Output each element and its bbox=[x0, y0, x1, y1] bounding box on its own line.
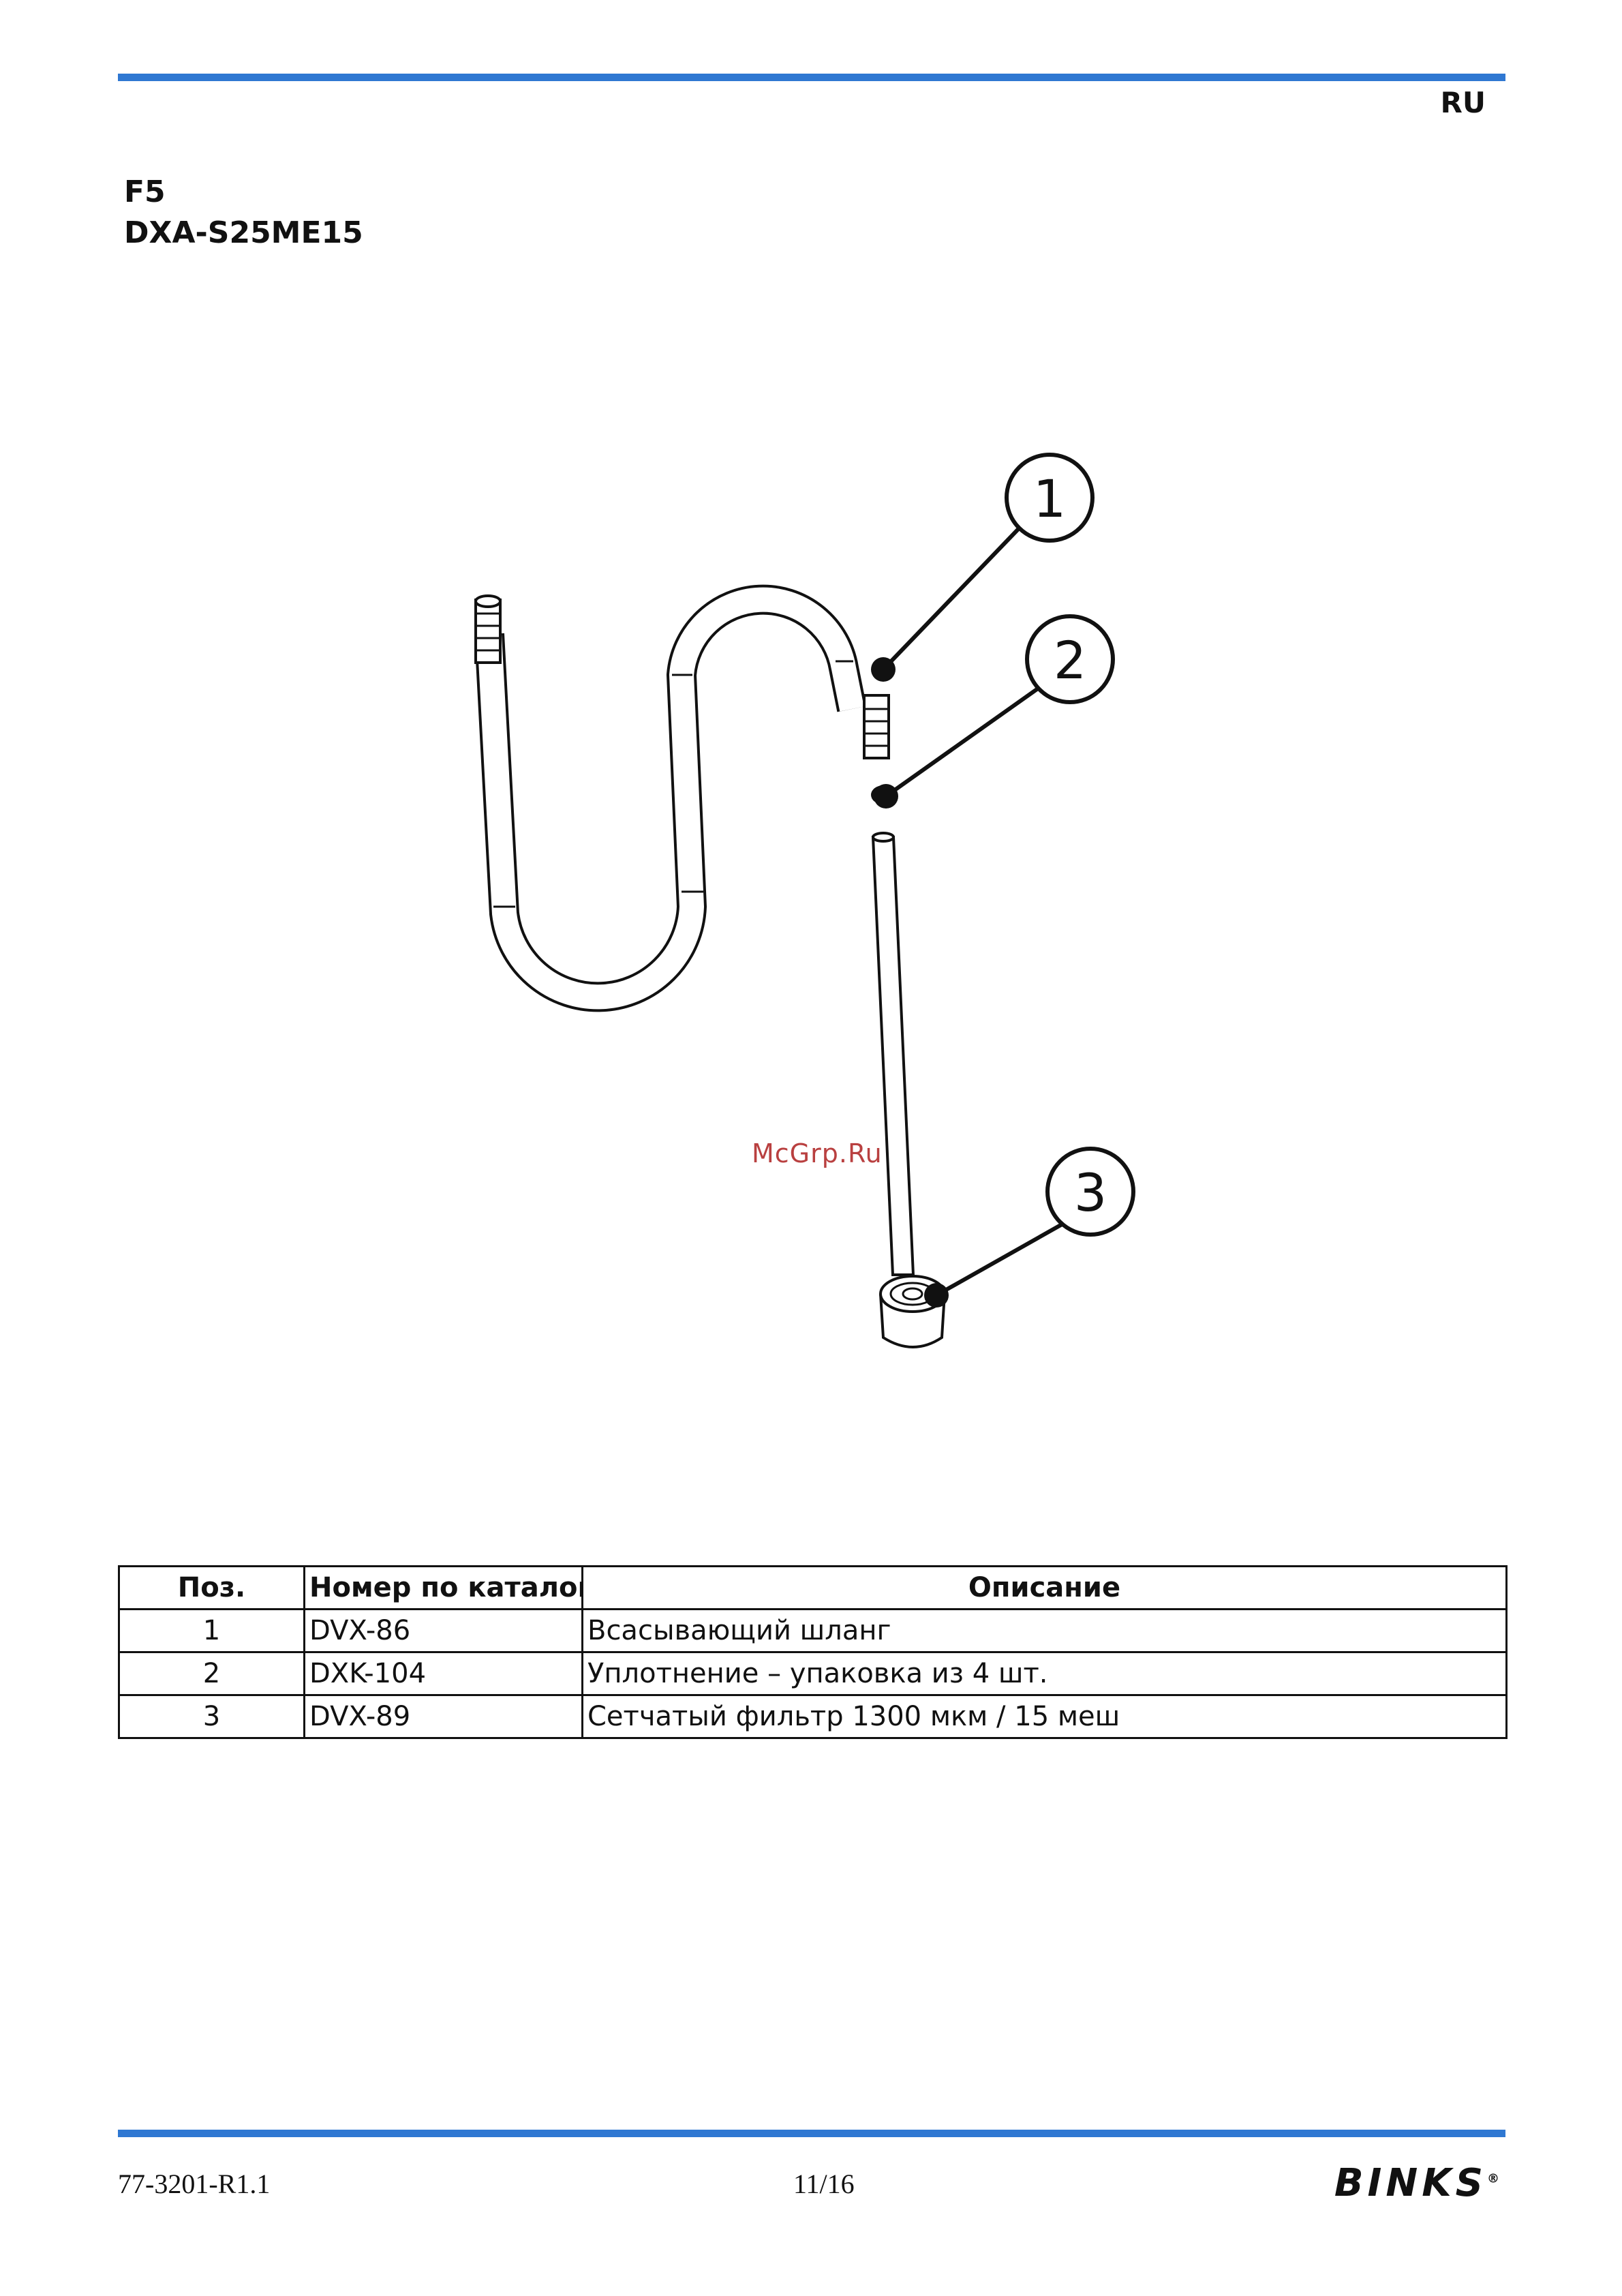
parts-diagram: 1 2 3 bbox=[382, 409, 1199, 1398]
table-row: 1 DVX-86 Всасывающий шланг bbox=[119, 1610, 1507, 1652]
callout-3-label: 3 bbox=[1074, 1162, 1107, 1223]
table-row: 2 DXK-104 Уплотнение – упаковка из 4 шт. bbox=[119, 1652, 1507, 1695]
right-fitting bbox=[864, 695, 889, 758]
left-fitting bbox=[476, 596, 500, 663]
callout-3: 3 bbox=[1047, 1149, 1133, 1235]
cell-desc: Уплотнение – упаковка из 4 шт. bbox=[583, 1652, 1507, 1695]
callout-2: 2 bbox=[1027, 616, 1113, 702]
model-number: DXA-S25ME15 bbox=[124, 215, 363, 250]
col-header-desc: Описание bbox=[583, 1567, 1507, 1610]
cell-pos: 3 bbox=[119, 1695, 305, 1738]
col-header-pos: Поз. bbox=[119, 1567, 305, 1610]
table-header-row: Поз. Номер по каталогу Описание bbox=[119, 1567, 1507, 1610]
brand-logo: BINKS® bbox=[1334, 2161, 1499, 2205]
brand-logo-text: BINKS bbox=[1334, 2161, 1487, 2205]
pickup-tube bbox=[873, 833, 913, 1275]
cell-pos: 1 bbox=[119, 1610, 305, 1652]
callout-2-label: 2 bbox=[1054, 630, 1086, 691]
col-header-part: Номер по каталогу bbox=[305, 1567, 583, 1610]
cell-pos: 2 bbox=[119, 1652, 305, 1695]
doc-number: 77-3201-R1.1 bbox=[118, 2168, 270, 2200]
table-row: 3 DVX-89 Сетчатый фильтр 1300 мкм / 15 м… bbox=[119, 1695, 1507, 1738]
language-label: RU bbox=[1441, 86, 1486, 119]
cell-desc: Сетчатый фильтр 1300 мкм / 15 меш bbox=[583, 1695, 1507, 1738]
bottom-rule bbox=[118, 2130, 1505, 2137]
top-rule bbox=[118, 74, 1505, 81]
cell-part: DVX-86 bbox=[305, 1610, 583, 1652]
page-number: 11/16 bbox=[793, 2168, 855, 2200]
watermark: McGrp.Ru bbox=[752, 1138, 883, 1168]
suction-hose bbox=[489, 600, 852, 997]
section-code: F5 bbox=[124, 175, 166, 209]
callout-1-label: 1 bbox=[1033, 468, 1066, 529]
parts-table: Поз. Номер по каталогу Описание 1 DVX-86… bbox=[118, 1565, 1508, 1739]
cell-part: DXK-104 bbox=[305, 1652, 583, 1695]
callout-1: 1 bbox=[1007, 455, 1092, 541]
cell-desc: Всасывающий шланг bbox=[583, 1610, 1507, 1652]
cell-part: DVX-89 bbox=[305, 1695, 583, 1738]
